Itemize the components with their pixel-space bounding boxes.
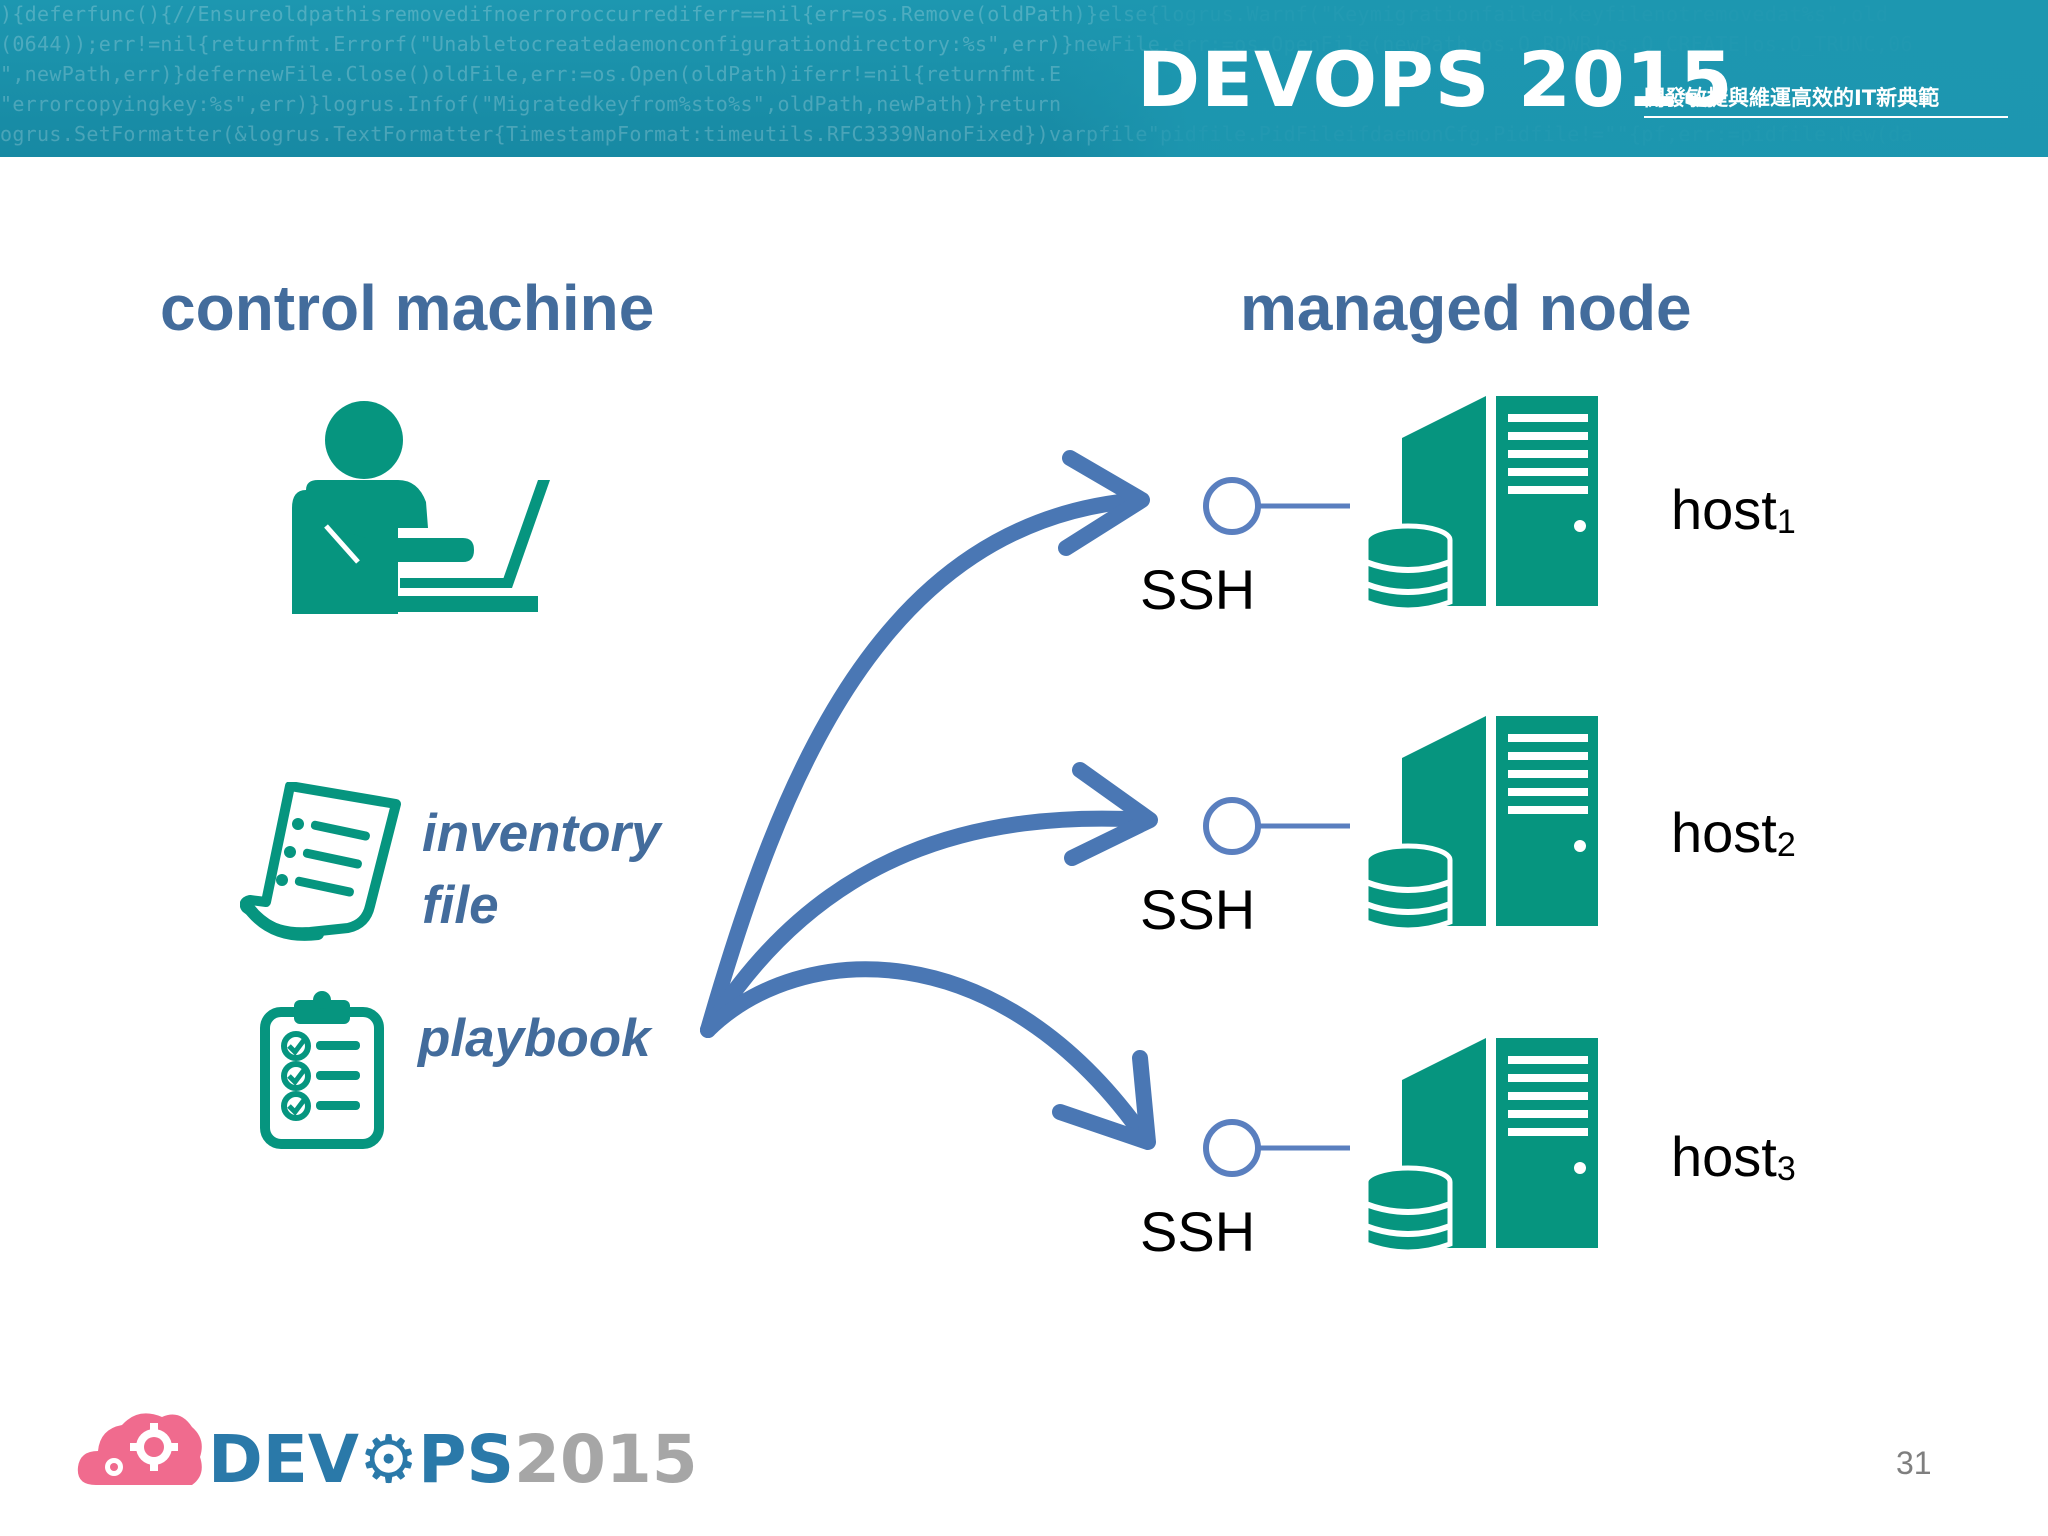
host-label: host2 — [1671, 801, 1796, 864]
footer-gear-icon: ⚙ — [358, 1421, 419, 1498]
banner-tagline: 開發敏捷與維運高效的IT新典範 — [1644, 86, 1940, 110]
playbook-clipboard-icon — [260, 991, 384, 1149]
server-icon — [1366, 716, 1598, 933]
managed-node-heading: managed node — [1240, 272, 1692, 344]
ssh-label: SSH — [1140, 558, 1256, 621]
inventory-label-line2: file — [422, 876, 499, 935]
banner-fade — [1048, 0, 2048, 157]
footer-logo-dev: DEV — [208, 1421, 359, 1498]
banner-code-line: ",newPath,err)}defernewFile.Close()oldFi… — [0, 62, 1062, 86]
control-machine-heading: control machine — [160, 272, 655, 344]
person-laptop-icon — [292, 401, 550, 614]
footer-devops-logo: DEV⚙PS2015 — [208, 1427, 698, 1493]
cloud-gear-logo-icon — [77, 1413, 202, 1485]
host-label: host1 — [1671, 478, 1796, 541]
ssh-port-icon — [1203, 477, 1350, 535]
inventory-file-icon — [240, 782, 401, 941]
server-icon — [1366, 396, 1598, 613]
footer-logo-ps: PS — [418, 1421, 515, 1498]
banner-underline — [1644, 116, 2008, 118]
banner-code-line: "errorcopyingkey:%s",err)}logrus.Infof("… — [0, 92, 1062, 116]
arrow-to-host1 — [700, 450, 1150, 1038]
host-label: host3 — [1671, 1125, 1796, 1188]
arrow-to-host3 — [700, 961, 1156, 1150]
playbook-label: playbook — [418, 1009, 651, 1068]
footer-logo-year: 2015 — [514, 1421, 698, 1498]
arrow-to-host2 — [700, 762, 1158, 1038]
ssh-label: SSH — [1140, 1200, 1256, 1263]
inventory-label-line1: inventory — [422, 804, 661, 863]
header-banner: ){deferfunc(){//Ensureoldpathisremovedif… — [0, 0, 2048, 157]
ssh-port-icon — [1203, 1119, 1350, 1177]
ssh-port-icon — [1203, 797, 1350, 855]
banner-title: DEVOPS 2015 — [1137, 35, 1734, 124]
server-icon — [1366, 1038, 1598, 1255]
page-number: 31 — [1896, 1445, 1932, 1481]
ssh-label: SSH — [1140, 878, 1256, 941]
